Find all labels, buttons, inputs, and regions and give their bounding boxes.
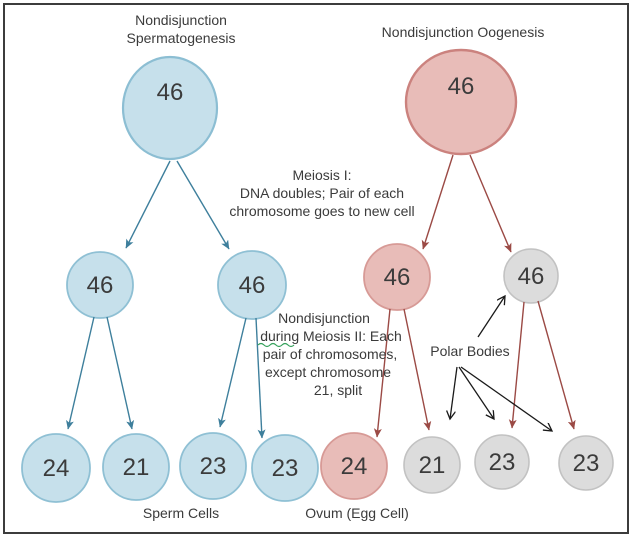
spermatogenesis-title-line2: Spermatogenesis xyxy=(127,30,236,46)
ovum-label: Ovum (Egg Cell) xyxy=(305,505,408,521)
polar-body-23-circle-2 xyxy=(558,435,614,491)
egg-meiosis1-cell-value: 46 xyxy=(384,264,411,291)
egg-division-arrow-2 xyxy=(469,154,512,253)
sperm-cell-value-1: 24 xyxy=(43,455,70,482)
polar-body-23-value-1: 23 xyxy=(489,449,516,476)
sperm-meiosis1-cell-circle-right xyxy=(217,250,287,320)
ovum-cell-value: 24 xyxy=(341,453,368,480)
sperm-cell-circle-3 xyxy=(179,432,247,500)
polar-bodies-pointer-arrow-1 xyxy=(450,366,458,419)
meiosis2-annotation-line-4: except chromosome xyxy=(265,364,391,380)
polar-bodies-label: Polar Bodies xyxy=(430,343,509,359)
egg-division-arrow-6 xyxy=(537,300,576,430)
egg-division-arrow-5 xyxy=(508,301,525,429)
sperm-division-arrow-1 xyxy=(125,160,171,249)
polar-bodies-pointer-arrow-up xyxy=(477,296,505,338)
sperm-meiosis1-cell-circle-left xyxy=(66,251,134,319)
oogenesis-title: Nondisjunction Oogenesis xyxy=(382,24,545,40)
spellcheck-underline xyxy=(257,342,295,348)
egg-division-arrow-3 xyxy=(373,308,391,438)
polar-body-46-value: 46 xyxy=(518,263,545,290)
sperm-cell-circle-1 xyxy=(21,433,91,503)
polar-body-21-value: 21 xyxy=(419,452,446,479)
sperm-meiosis1-cell-value-right: 46 xyxy=(239,272,266,299)
sperm-cells-label: Sperm Cells xyxy=(143,505,219,521)
sperm-root-cell-circle xyxy=(121,55,219,161)
polar-body-23-circle-1 xyxy=(474,434,530,490)
sperm-division-arrow-3 xyxy=(66,316,95,430)
sperm-cell-circle-4 xyxy=(251,434,319,502)
sperm-division-arrow-6 xyxy=(255,317,266,439)
sperm-division-arrow-5 xyxy=(218,317,247,428)
diagram-border xyxy=(3,3,629,534)
sperm-division-arrow-4 xyxy=(106,316,135,430)
meiosis1-annotation-line-3: chromosome goes to new cell xyxy=(229,203,414,219)
meiosis2-annotation-line-1: Nondisjunction xyxy=(278,310,370,326)
meiosis2-annotation-line-2: during Meiosis II: Each xyxy=(260,328,402,344)
sperm-cell-value-4: 23 xyxy=(272,455,299,482)
egg-division-arrow-4 xyxy=(403,308,432,431)
polar-body-23-value-2: 23 xyxy=(573,450,600,477)
polar-body-21-circle xyxy=(403,436,461,494)
sperm-cell-circle-2 xyxy=(102,433,170,501)
meiosis1-annotation-line-1: Meiosis I: xyxy=(292,167,351,183)
ovum-cell-circle xyxy=(320,432,388,500)
meiosis2-annotation-line-3: pair of chromosomes, xyxy=(263,346,398,362)
egg-root-cell-value: 46 xyxy=(448,73,475,100)
polar-body-46-circle xyxy=(503,248,559,304)
egg-meiosis1-cell-circle xyxy=(363,243,431,311)
sperm-cell-value-2: 21 xyxy=(123,454,150,481)
sperm-division-arrow-2 xyxy=(176,160,230,250)
sperm-meiosis1-cell-value-left: 46 xyxy=(87,272,114,299)
polar-bodies-pointer-arrow-3 xyxy=(460,366,552,431)
egg-root-cell-circle xyxy=(404,48,518,156)
meiosis2-annotation-line-5: 21, split xyxy=(314,382,362,398)
spermatogenesis-title-line1: Nondisjunction xyxy=(135,12,227,28)
meiosis1-annotation-line-2: DNA doubles; Pair of each xyxy=(240,185,404,201)
sperm-cell-value-3: 23 xyxy=(200,453,227,480)
egg-division-arrow-1 xyxy=(421,154,454,250)
polar-bodies-pointer-arrow-2 xyxy=(458,366,494,419)
sperm-root-cell-value: 46 xyxy=(157,79,184,106)
